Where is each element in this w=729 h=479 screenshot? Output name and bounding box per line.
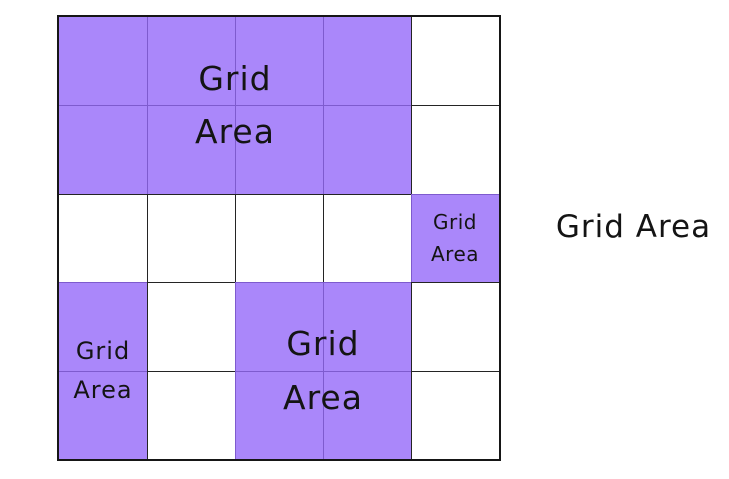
grid-cell — [235, 17, 323, 106]
grid-cell — [323, 282, 411, 371]
grid-cell — [235, 370, 323, 459]
grid-cell — [235, 105, 323, 194]
grid-cell — [323, 370, 411, 459]
grid-cell — [147, 282, 235, 371]
grid-cell — [147, 17, 235, 106]
grid: Grid Area Grid Area Grid Area Grid Area — [57, 15, 501, 461]
grid-cell — [411, 370, 499, 459]
grid-cell — [59, 193, 147, 282]
grid-cell — [147, 193, 235, 283]
grid-cell — [323, 105, 411, 194]
grid-cell — [411, 17, 499, 106]
grid-cell — [147, 105, 235, 194]
grid-cell — [59, 282, 147, 370]
grid-cell — [411, 105, 499, 194]
grid-cell — [235, 282, 323, 371]
grid-cell — [59, 105, 147, 193]
grid-cell — [323, 193, 411, 283]
grid-cell — [411, 282, 499, 371]
grid-cell — [147, 370, 235, 459]
grid-cell — [59, 370, 147, 459]
grid-cell — [323, 17, 411, 106]
grid-cell — [411, 193, 499, 283]
grid-cell — [59, 17, 147, 105]
side-label: Grid Area — [555, 209, 712, 245]
grid-cell — [235, 193, 323, 283]
